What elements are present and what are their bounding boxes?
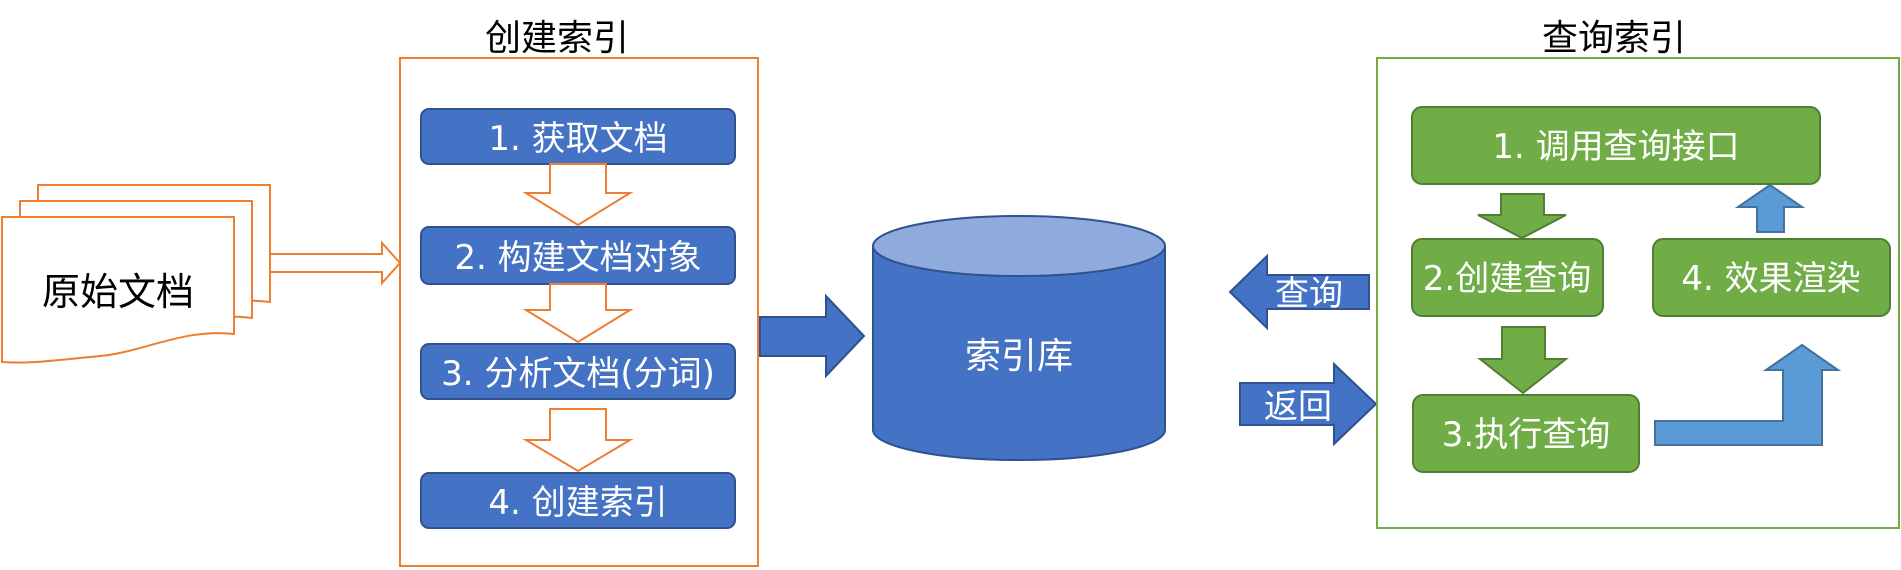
step-render	[1652, 238, 1891, 317]
green-down-arrow-1	[1477, 193, 1567, 240]
step-get-docs-label: 1. 获取文档	[488, 119, 667, 159]
green-down-arrow-2	[1477, 326, 1569, 395]
index-to-db-arrow	[759, 293, 866, 379]
return-arrow-label: 返回	[1264, 387, 1332, 427]
source-documents: 原始文档	[0, 184, 271, 364]
doc-page-front	[0, 216, 235, 364]
down-hollow-arrow-2	[522, 283, 634, 344]
step-execute-query-label: 3.执行查询	[1442, 415, 1610, 455]
step-create-query-label: 2.创建查询	[1423, 259, 1591, 299]
step-create-index-label: 4. 创建索引	[488, 483, 667, 523]
index-database: 索引库	[872, 215, 1166, 461]
query-arrow-label: 查询	[1275, 274, 1343, 314]
create-index-title: 创建索引	[485, 18, 629, 59]
step-build-doc-object-label: 2. 构建文档对象	[454, 238, 701, 278]
step-create-query	[1411, 238, 1604, 317]
doc-to-index-arrow	[269, 240, 402, 286]
query-arrow	[1228, 253, 1370, 331]
db-top	[872, 215, 1166, 277]
query-index-title: 查询索引	[1542, 18, 1686, 59]
down-hollow-arrow-1	[522, 163, 634, 227]
step-render-label: 4. 效果渲染	[1681, 259, 1860, 299]
step-call-api	[1411, 106, 1821, 185]
step-analyze-doc	[420, 343, 736, 400]
blue-up-arrow	[1734, 183, 1806, 233]
step-call-api-label: 1. 调用查询接口	[1492, 127, 1739, 167]
query-index-panel: 查询索引 1. 调用查询接口 2.创建查询 3.执行查询 4. 效果渲染	[1376, 18, 1900, 529]
elbow-up-arrow	[1654, 343, 1842, 446]
step-execute-query	[1412, 394, 1640, 473]
db-label: 索引库	[965, 336, 1073, 377]
return-arrow	[1239, 361, 1378, 447]
create-index-panel: 创建索引 1. 获取文档 2. 构建文档对象 3. 分析文档(分词) 4. 创建…	[399, 18, 759, 567]
db-body	[872, 245, 1166, 461]
source-doc-label: 原始文档	[42, 270, 194, 314]
down-hollow-arrow-3	[522, 408, 634, 473]
step-analyze-doc-label: 3. 分析文档(分词)	[441, 354, 715, 394]
step-create-index	[420, 472, 736, 529]
